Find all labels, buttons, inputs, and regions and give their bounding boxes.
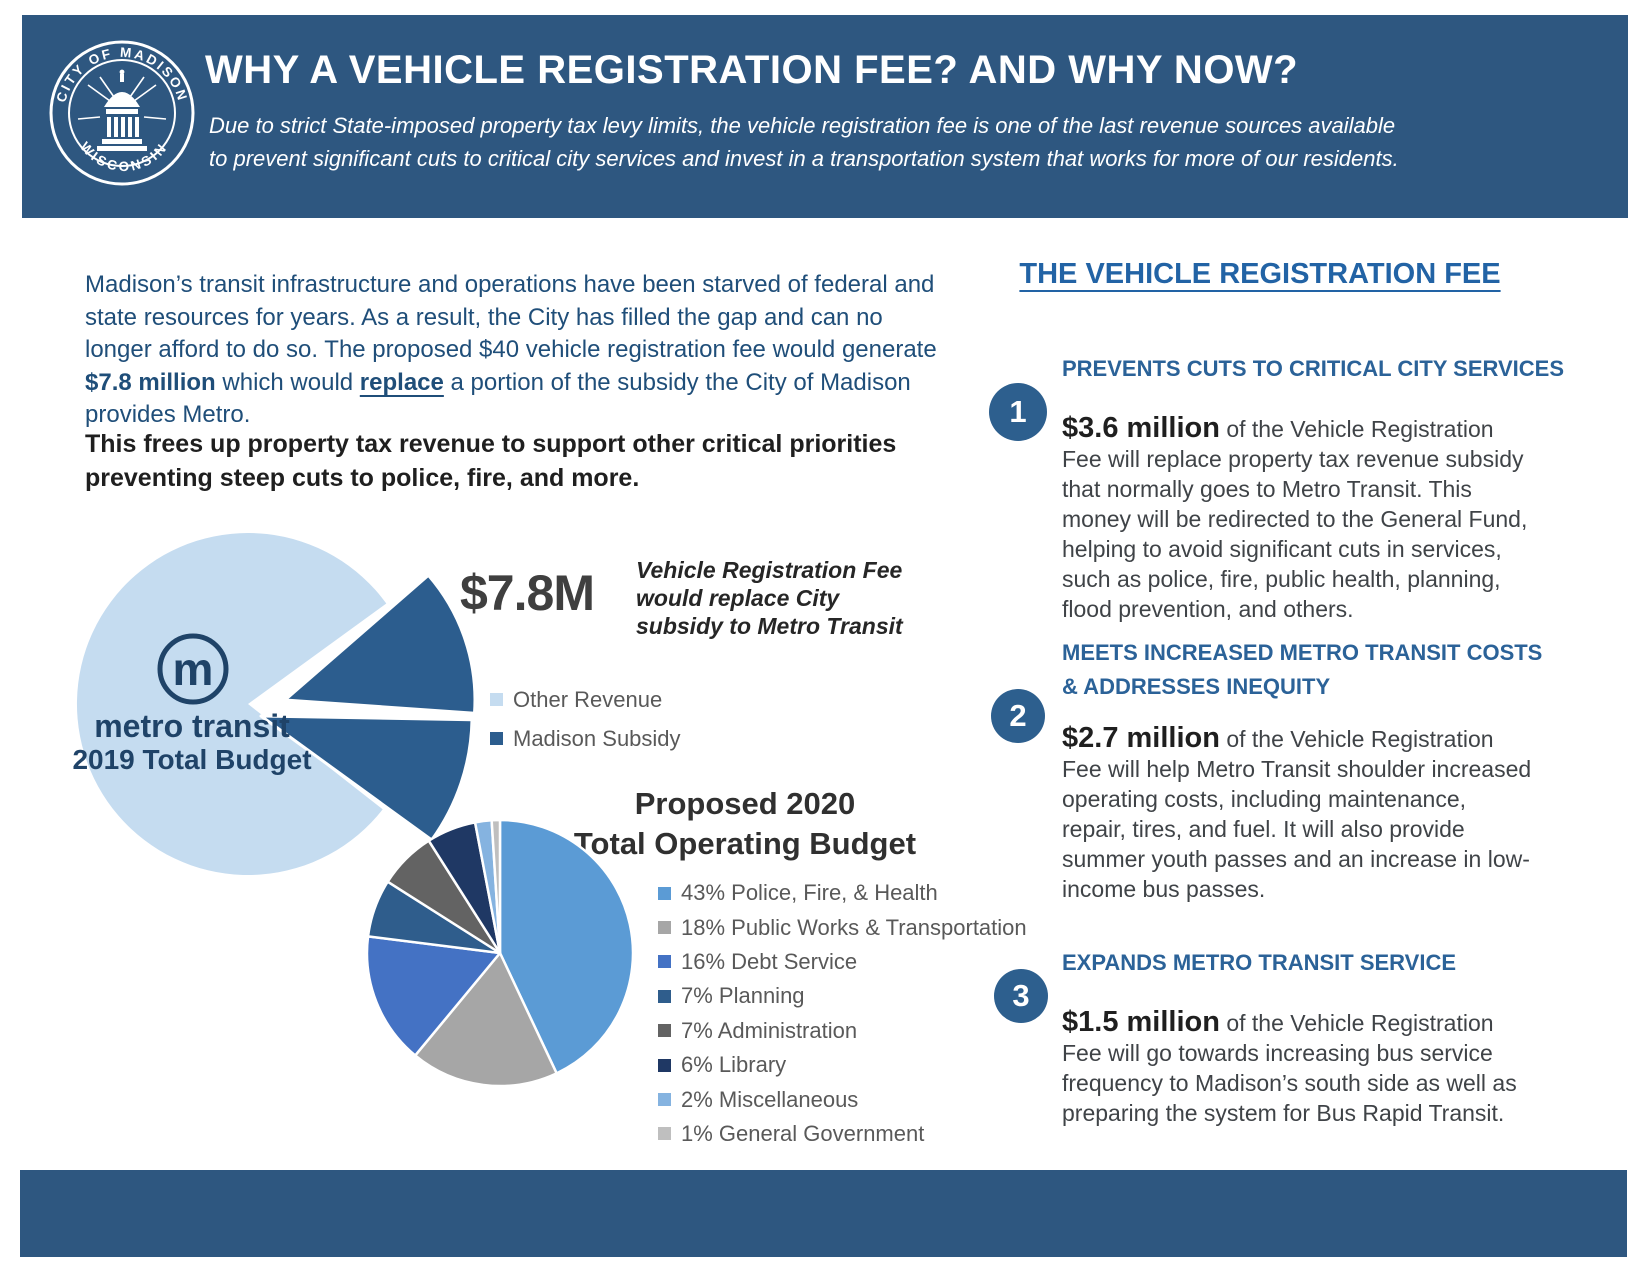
legend-swatch	[658, 1024, 671, 1038]
pie2-slice-public-works-transportation	[413, 951, 558, 1086]
seal-outer-ring	[49, 40, 195, 186]
legend-label: 43% Police, Fire, & Health	[681, 880, 938, 906]
benefit-3-body: $1.5 million of the Vehicle Registration…	[1062, 1007, 1532, 1128]
subsidy-callout-note: Vehicle Registration Fee would replace C…	[636, 557, 903, 639]
benefit-3-heading: EXPANDS METRO TRANSIT SERVICE	[1062, 950, 1457, 975]
pie2-slice-debt-service	[367, 935, 502, 1057]
pie1-slice-madison-subsidy-exploded	[283, 573, 477, 715]
pie1-slice-other-revenue	[76, 533, 387, 876]
metro-transit-logo-circle	[157, 633, 229, 705]
pie2-title-line2: Total Operating Budget	[573, 826, 917, 861]
legend-swatch	[658, 1058, 671, 1072]
legend-label: 2% Miscellaneous	[681, 1086, 859, 1112]
legend-label: 16% Debt Service	[681, 948, 858, 974]
legend-label: Other Revenue	[513, 686, 663, 712]
intro-text-b: which would	[215, 368, 360, 396]
seal-inner-ring	[68, 59, 176, 167]
legend-label: Madison Subsidy	[513, 725, 681, 751]
page-subtitle-line1: Due to strict State-imposed property tax…	[209, 113, 1396, 138]
legend-swatch	[658, 886, 671, 900]
intro-underlined-word: replace	[359, 368, 444, 396]
intro-paragraph: Madison’s transit infrastructure and ope…	[85, 269, 937, 432]
intro-text-a: Madison’s transit infrastructure and ope…	[85, 271, 937, 363]
legend-swatch	[658, 1127, 671, 1141]
benefit-2-text: of the Vehicle Registration Fee will hel…	[1062, 726, 1532, 902]
benefit-2-heading-line2: & ADDRESSES INEQUITY	[1062, 674, 1331, 699]
legend-label: 1% General Government	[681, 1120, 925, 1146]
city-of-madison-seal: CITY OF MADISON WISCONSIN	[49, 40, 195, 186]
legend-item: 43% Police, Fire, & Health	[658, 876, 1027, 910]
numbered-badge-3: 3	[994, 969, 1048, 1023]
emphasis-statement: This frees up property tax revenue to su…	[85, 430, 897, 492]
pie1-legend: Other Revenue Madison Subsidy	[490, 680, 681, 758]
intro-bold-amount: $7.8 million	[85, 368, 216, 396]
legend-item: Other Revenue	[490, 680, 681, 719]
legend-swatch	[658, 921, 671, 935]
pie2-legend: 43% Police, Fire, & Health 18% Public Wo…	[658, 876, 1027, 1151]
seal-arc-text-bottom: WISCONSIN	[77, 139, 171, 174]
legend-swatch	[490, 732, 503, 745]
capitol-building-icon	[77, 69, 167, 151]
pie1-title: 2019 Total Budget	[72, 744, 311, 775]
legend-label: 7% Planning	[681, 983, 805, 1009]
benefit-1-text: of the Vehicle Registration Fee will rep…	[1062, 416, 1528, 622]
badge-number: 1	[1009, 394, 1027, 429]
legend-item: 2% Miscellaneous	[658, 1082, 1027, 1116]
benefit-3-text: of the Vehicle Registration Fee will go …	[1062, 1010, 1517, 1126]
legend-swatch	[658, 1093, 671, 1107]
intro-text-c: a portion of the subsidy the City of Mad…	[85, 368, 911, 429]
legend-label: 7% Administration	[681, 1017, 858, 1043]
page-title: WHY A VEHICLE REGISTRATION FEE? AND WHY …	[205, 48, 1299, 92]
pie-chart-2020-operating-budget	[367, 820, 633, 1086]
subsidy-amount-callout: $7.8M	[460, 565, 595, 621]
metro-transit-wordmark: metro transit	[94, 708, 290, 744]
legend-item: Madison Subsidy	[490, 719, 681, 758]
legend-item: 7% Administration	[658, 1014, 1027, 1048]
benefit-3-amount: $1.5 million	[1062, 1006, 1220, 1038]
benefit-2-body: $2.7 million of the Vehicle Registration…	[1062, 723, 1532, 904]
numbered-badge-1: 1	[989, 383, 1047, 441]
footer-band	[20, 1170, 1627, 1257]
legend-swatch	[490, 693, 503, 706]
pie2-title: Proposed 2020 Total Operating Budget	[520, 784, 970, 864]
metro-transit-logo-letter: m	[173, 643, 214, 695]
pie2-slice-police-fire-health	[498, 820, 633, 1075]
legend-item: 6% Library	[658, 1048, 1027, 1082]
benefit-1-heading: PREVENTS CUTS TO CRITICAL CITY SERVICES	[1062, 356, 1565, 381]
legend-label: 18% Public Works & Transportation	[681, 914, 1027, 940]
legend-swatch	[658, 989, 671, 1003]
badge-number: 2	[1009, 698, 1027, 733]
badge-number: 3	[1012, 978, 1030, 1013]
pie1-slice-madison-subsidy-attached	[259, 714, 474, 842]
legend-item: 16% Debt Service	[658, 945, 1027, 979]
header-band	[22, 15, 1628, 218]
legend-label: 6% Library	[681, 1052, 787, 1078]
benefit-1-body: $3.6 million of the Vehicle Registration…	[1062, 413, 1532, 624]
right-column-title: THE VEHICLE REGISTRATION FEE	[1019, 258, 1501, 290]
pie2-slice-general-government	[490, 820, 502, 955]
benefit-2-heading-line1: MEETS INCREASED METRO TRANSIT COSTS	[1062, 640, 1543, 665]
legend-item: 1% General Government	[658, 1117, 1027, 1151]
pie-chart-2019-budget: m metro transit 2019 Total Budget	[72, 533, 477, 876]
pie2-title-line1: Proposed 2020	[634, 786, 856, 821]
legend-item: 18% Public Works & Transportation	[658, 910, 1027, 944]
legend-swatch	[658, 955, 671, 969]
benefit-2-amount: $2.7 million	[1062, 722, 1220, 754]
benefit-1-amount: $3.6 million	[1062, 412, 1220, 444]
numbered-badge-2: 2	[991, 689, 1045, 743]
legend-item: 7% Planning	[658, 979, 1027, 1013]
page-subtitle-line2: to prevent significant cuts to critical …	[209, 146, 1399, 171]
